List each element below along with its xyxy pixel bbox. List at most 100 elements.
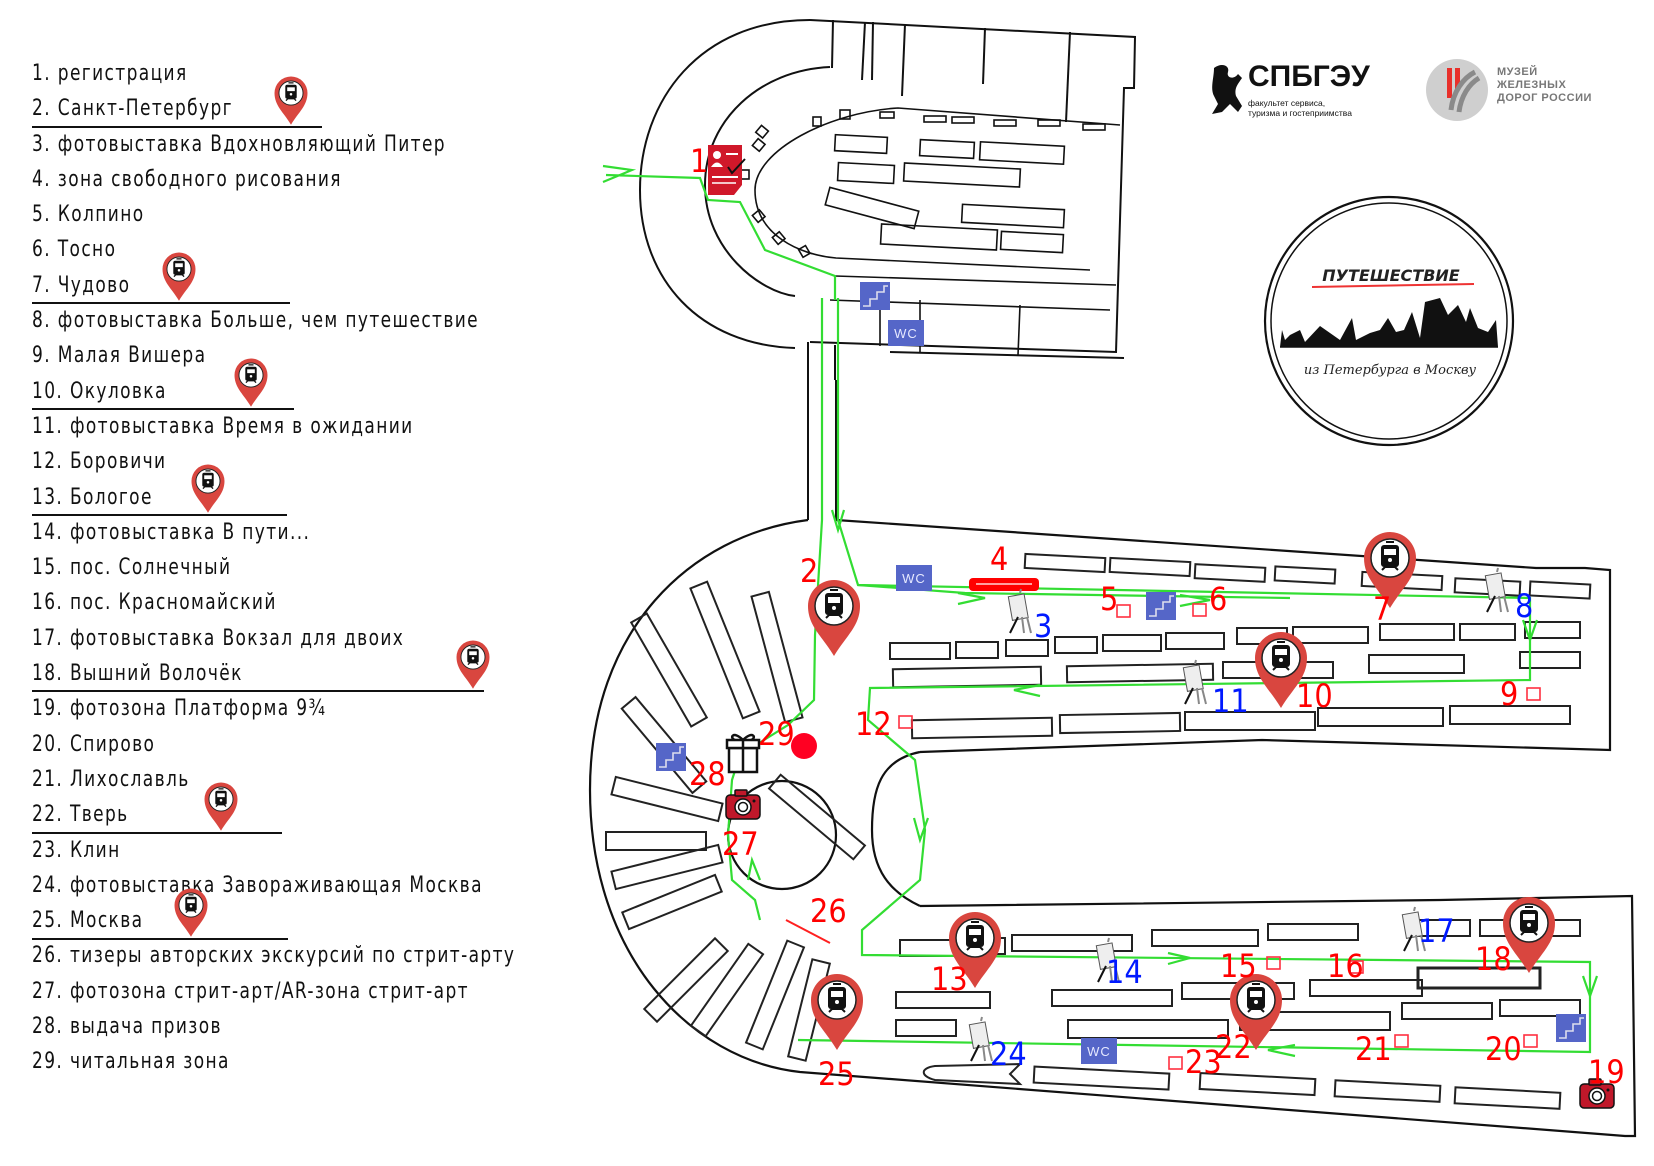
map-label-9: 9 xyxy=(1500,675,1518,713)
map-label-25: 25 xyxy=(818,1055,855,1093)
upper-hall-walls xyxy=(638,19,1137,380)
griffin-icon xyxy=(1212,65,1242,114)
wc-icon xyxy=(888,320,924,346)
map-label-26: 26 xyxy=(810,892,847,930)
legend-item: 16. пос. Красномайский xyxy=(32,590,277,616)
registration-icon[interactable] xyxy=(708,145,746,195)
map-label-15: 15 xyxy=(1220,947,1257,985)
train-pin-icon[interactable] xyxy=(810,973,864,1051)
legend-group-separator xyxy=(32,690,484,693)
train-pin-icon xyxy=(203,781,239,831)
legend-item: 26. тизеры авторских экскурсий по стрит-… xyxy=(32,943,516,969)
easel-icon[interactable] xyxy=(968,1016,993,1062)
train-pin-icon xyxy=(173,887,209,937)
station-markers xyxy=(898,603,1541,1070)
legend-item: 15. пос. Солнечный xyxy=(32,555,232,581)
teasers-marker-line xyxy=(785,919,831,944)
legend-group-separator xyxy=(32,513,287,516)
university-name: СПБГЭУ xyxy=(1248,60,1370,93)
university-logo: СПБГЭУ факультет сервиса, туризма и гост… xyxy=(1208,60,1378,120)
museum-logo: МУЗЕЙ ЖЕЛЕЗНЫХ ДОРОГ РОССИИ xyxy=(1425,58,1625,128)
upper-hall-oval-courtyard xyxy=(740,107,1121,356)
wc-icon xyxy=(1081,1038,1117,1064)
legend-item: 28. выдача призов xyxy=(32,1014,222,1040)
stairs-icon xyxy=(859,281,891,311)
map-label-16: 16 xyxy=(1327,947,1364,985)
map-label-23: 23 xyxy=(1185,1043,1222,1081)
legend-item: 19. фотозона Платформа 9¾ xyxy=(32,696,327,722)
legend-item: 8. фотовыставка Больше, чем путешествие xyxy=(32,308,480,334)
drawing-zone-marker[interactable] xyxy=(969,578,1039,591)
museum-rails-icon xyxy=(1426,59,1488,121)
map-label-17: 17 xyxy=(1418,912,1455,950)
museum-name: МУЗЕЙ ЖЕЛЕЗНЫХ ДОРОГ РОССИИ xyxy=(1497,66,1592,104)
map-exhibit-labels: 3 8 11 14 17 24 xyxy=(990,587,1533,1073)
legend-item: 17. фотовыставка Вокзал для двоих xyxy=(32,625,405,651)
map-label-12: 12 xyxy=(855,705,892,743)
legend: 1. регистрация 2. Санкт-Петербург 3. фотов… xyxy=(32,56,592,1080)
map-label-3: 3 xyxy=(1034,607,1052,645)
stairs-icon xyxy=(655,742,687,772)
camera-icon[interactable] xyxy=(725,789,761,820)
reading-zone-dot[interactable] xyxy=(791,733,817,759)
legend-item: 3. фотовыставка Вдохновляющий Питер xyxy=(32,131,446,157)
map-label-14: 14 xyxy=(1106,953,1143,991)
easel-icon[interactable] xyxy=(1007,588,1032,634)
map-label-1: 1 xyxy=(690,142,708,180)
legend-item: 24. фотовыставка Завораживающая Москва xyxy=(32,872,483,898)
train-pin-icon xyxy=(190,463,226,514)
train-pin-icon xyxy=(233,357,269,408)
lower-hall-walls xyxy=(588,518,1637,1138)
legend-item: 18. Вышний Волочёк xyxy=(32,661,243,687)
badge-title: ПУТЕШЕСТВИЕ xyxy=(1322,266,1460,285)
legend-item: 1. регистрация xyxy=(32,61,188,86)
legend-group-separator xyxy=(32,302,290,305)
easel-icon[interactable] xyxy=(1484,567,1509,613)
train-pin-icon xyxy=(455,640,491,690)
map-label-10: 10 xyxy=(1296,677,1333,715)
legend-item: 9. Малая Вишера xyxy=(32,343,207,369)
map-label-28: 28 xyxy=(689,755,726,793)
map-label-8: 8 xyxy=(1515,587,1533,625)
map-label-13: 13 xyxy=(931,960,968,998)
legend-item: 6. Тосно xyxy=(32,237,117,263)
legend-item: 4. зона свободного рисования xyxy=(32,166,342,192)
map-number-labels: 1 2 4 5 6 7 9 10 12 13 15 16 18 19 20 21… xyxy=(689,142,1625,1093)
train-pin-icon xyxy=(273,75,309,125)
legend-item: 12. Боровичи xyxy=(32,449,167,475)
legend-group-separator xyxy=(32,125,322,128)
legend-item: 13. Бологое xyxy=(32,484,153,510)
map-label-20: 20 xyxy=(1485,1030,1522,1068)
legend-item: 21. Лихославль xyxy=(32,766,190,792)
legend-item: 14. фотовыставка В пути... xyxy=(32,519,311,545)
map-label-5: 5 xyxy=(1100,580,1118,618)
wc-icon xyxy=(896,565,932,591)
legend-item: 29. читальная зона xyxy=(32,1049,230,1075)
legend-item: 11. фотовыставка Время в ожидании xyxy=(32,413,414,439)
map-label-19: 19 xyxy=(1588,1053,1625,1091)
legend-item: 22. Тверь xyxy=(32,802,129,828)
stairs-icon xyxy=(1555,1013,1587,1043)
legend-item: 20. Спирово xyxy=(32,731,156,757)
map-label-2: 2 xyxy=(800,552,818,590)
legend-item: 27. фотозона стрит-арт/AR-зона стрит-арт xyxy=(32,978,469,1004)
legend-group-separator xyxy=(32,937,288,940)
map-label-21: 21 xyxy=(1355,1030,1392,1068)
journey-badge: ПУТЕШЕСТВИЕ из Петербурга в Москву xyxy=(1263,195,1515,447)
connector-corridor xyxy=(807,380,837,520)
legend-group-separator xyxy=(32,408,294,410)
legend-item: 2. Санкт-Петербург xyxy=(32,96,233,122)
train-pin-icon xyxy=(161,251,197,302)
university-subtitle: факультет сервиса, туризма и гостеприимс… xyxy=(1248,98,1352,118)
easel-icon[interactable] xyxy=(1182,659,1207,705)
map-label-11: 11 xyxy=(1212,682,1249,720)
map-label-24: 24 xyxy=(990,1035,1027,1073)
legend-item: 10. Окуловка xyxy=(32,378,167,404)
legend-item: 23. Клин xyxy=(32,837,121,863)
stairs-icon xyxy=(1145,591,1177,621)
map-label-4: 4 xyxy=(990,540,1008,578)
legend-item: 7. Чудово xyxy=(32,272,131,298)
gift-icon[interactable] xyxy=(725,733,761,774)
map-label-7: 7 xyxy=(1373,590,1391,628)
map-label-6: 6 xyxy=(1209,580,1227,618)
